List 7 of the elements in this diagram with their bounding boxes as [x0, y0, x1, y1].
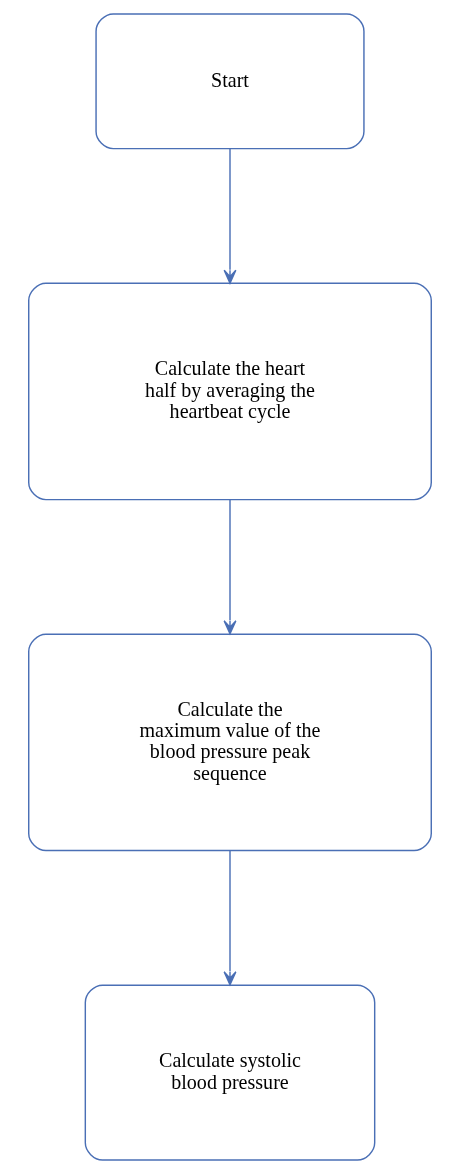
node-box: Calculate the heart half by averaging the heartbeat cycle [27, 282, 432, 501]
arrow [223, 499, 236, 635]
node-box: Calculate the maximum value of the blood pressure peak sequence [27, 633, 432, 852]
node-box: Start [94, 13, 365, 150]
arrow [223, 849, 236, 986]
arrow [223, 147, 236, 284]
node-box: Calculate systolic blood pressure [84, 984, 375, 1161]
